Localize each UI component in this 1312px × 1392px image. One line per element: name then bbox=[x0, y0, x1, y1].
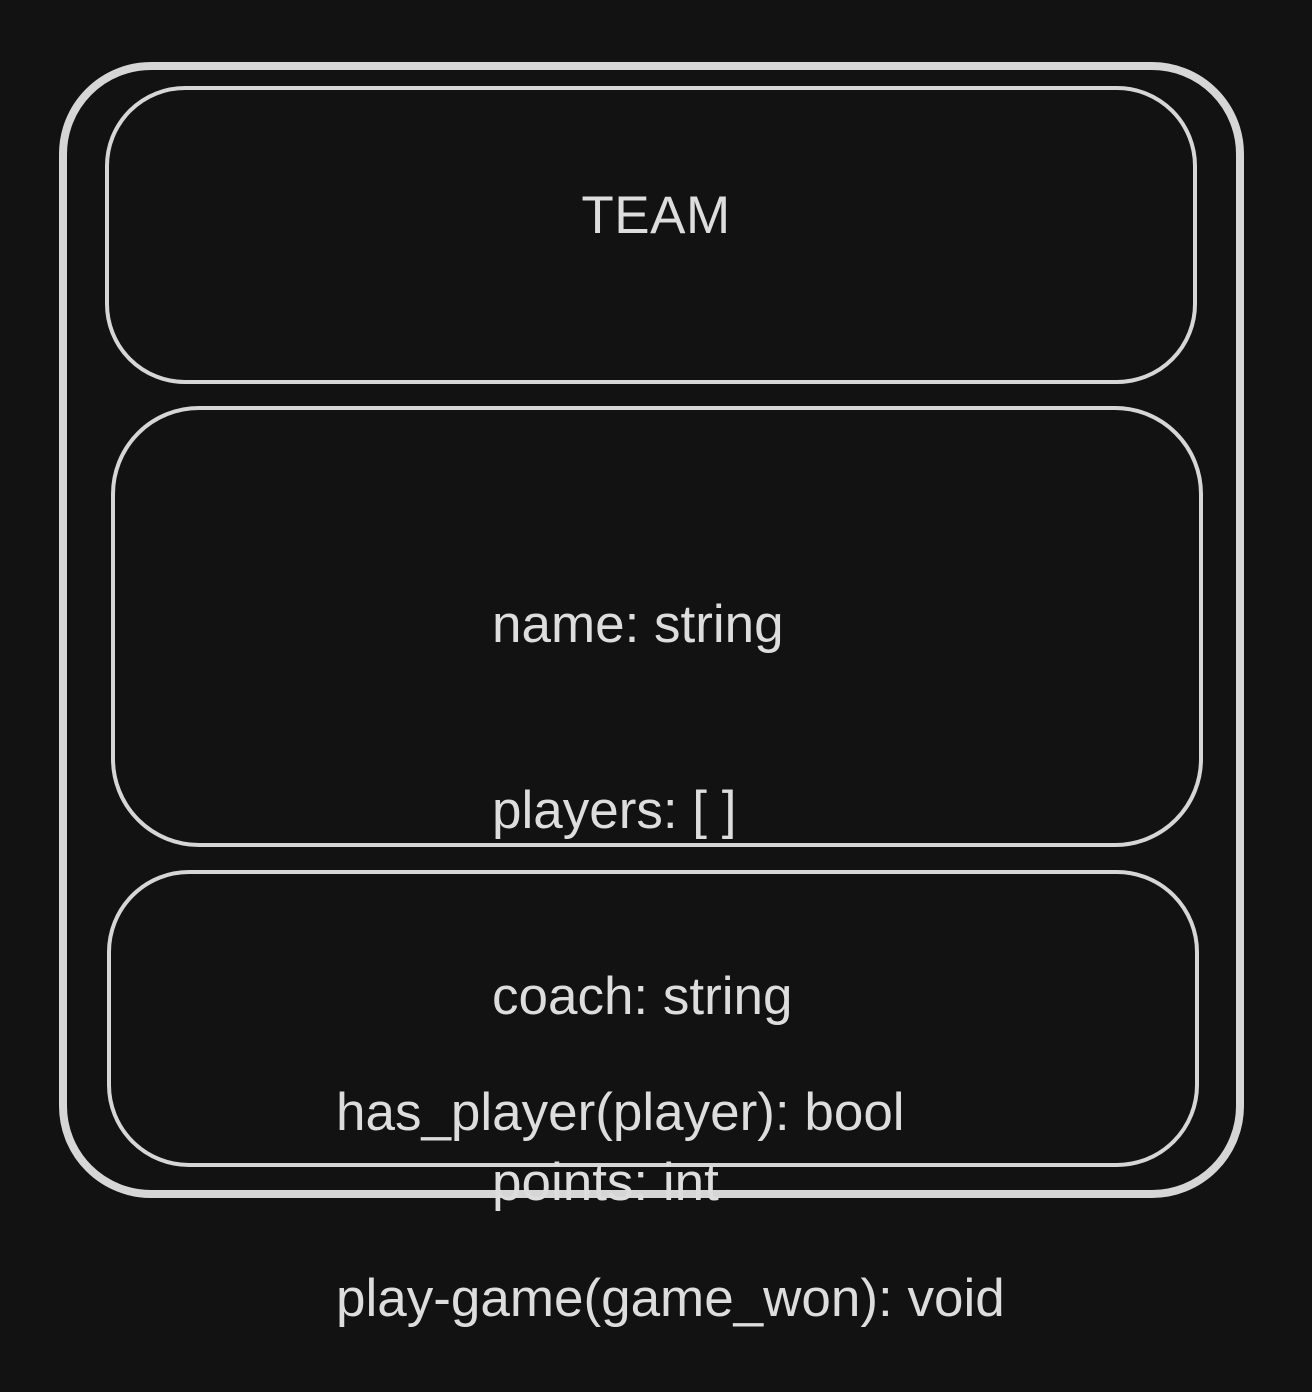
class-box bbox=[59, 62, 1244, 1198]
attribute-item: players: [ ] bbox=[492, 781, 737, 840]
attributes-section bbox=[111, 406, 1203, 847]
attribute-item: name: string bbox=[492, 595, 784, 654]
methods-section bbox=[107, 870, 1199, 1167]
attribute-item: points: int bbox=[492, 1153, 719, 1212]
method-item: play-game(game_won): void bbox=[336, 1269, 1005, 1328]
attribute-item: coach: string bbox=[492, 967, 793, 1026]
method-item: has_player(player): bool bbox=[336, 1083, 905, 1142]
class-name-section bbox=[105, 86, 1197, 384]
attribute-list: name: string players: [ ] coach: string … bbox=[492, 470, 792, 1276]
class-name: TEAM bbox=[581, 186, 731, 245]
method-list: has_player(player): bool play-game(game_… bbox=[336, 958, 1005, 1392]
